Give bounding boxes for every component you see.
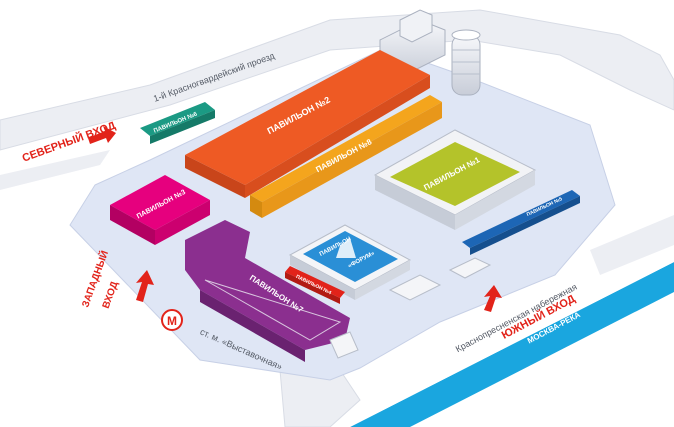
pavilion-forum[interactable]: ПАВИЛЬОН «ФОРУМ»	[288, 224, 412, 300]
metro-icon	[161, 309, 183, 331]
pavilion-3[interactable]: ПАВИЛЬОН №3	[110, 175, 210, 245]
west-entrance-label-line2: ВХОД	[101, 280, 121, 310]
service-buildings	[329, 257, 492, 359]
pavilion-2[interactable]: ПАВИЛЬОН №2	[185, 50, 430, 198]
north-entrance-arrow-icon	[88, 126, 116, 144]
west-entrance-arrow-icon	[136, 270, 154, 302]
metro-symbol: М	[167, 314, 177, 328]
pavilion-1[interactable]: ПАВИЛЬОН №1	[373, 129, 537, 230]
south-entrance-arrow-icon	[484, 285, 502, 312]
pavilion-5[interactable]: ПАВИЛЬОН №5	[462, 190, 580, 255]
